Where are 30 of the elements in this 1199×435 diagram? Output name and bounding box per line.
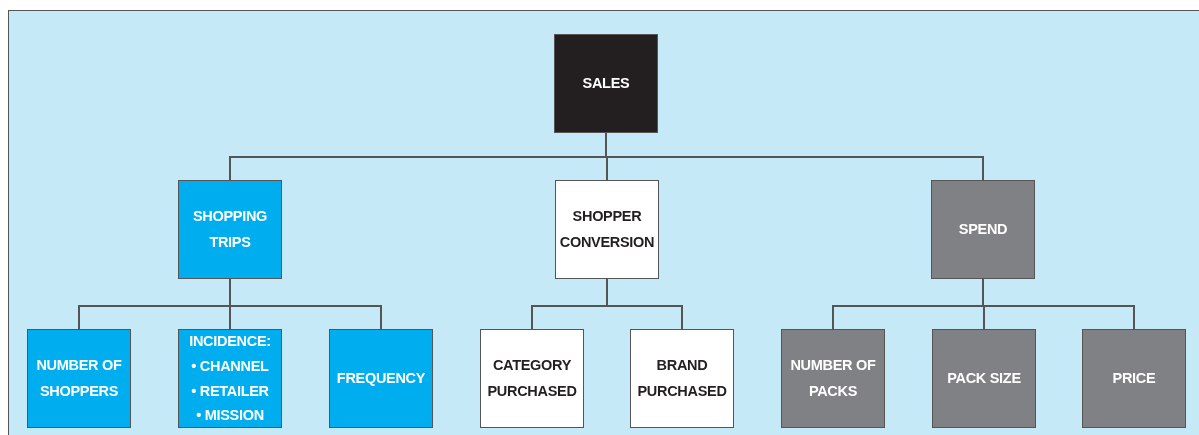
- box-label: NUMBER OF SHOPPERS: [35, 356, 123, 401]
- connector-line: [606, 278, 683, 330]
- box-label: NUMBER OF PACKS: [789, 356, 877, 401]
- chart-box: [178, 180, 282, 279]
- chart-box: [781, 329, 885, 428]
- connector-line: [982, 278, 1135, 330]
- chart-box: [178, 329, 282, 428]
- chart-box: [554, 34, 658, 133]
- chart-box: [630, 329, 734, 428]
- box-label: PRICE: [1112, 368, 1156, 388]
- connector-line: [229, 278, 382, 330]
- chart-box: [27, 329, 131, 428]
- box-label: SHOPPING TRIPS: [191, 207, 269, 252]
- box-label: BRAND PURCHASED: [636, 356, 728, 401]
- chart-box: [555, 180, 659, 279]
- box-label: FREQUENCY: [336, 368, 426, 388]
- box-label: SALES: [582, 73, 630, 93]
- box-label: SHOPPER CONVERSION: [559, 207, 655, 252]
- chart-box: [1082, 329, 1186, 428]
- box-label: • MISSION: [196, 406, 264, 426]
- chart-box: [932, 329, 1036, 428]
- box-label: PACK SIZE: [947, 368, 1021, 388]
- box-label: • CHANNEL: [191, 356, 269, 376]
- box-label: • RETAILER: [191, 381, 269, 401]
- box-label: INCIDENCE:: [189, 332, 271, 352]
- chart-box: [480, 329, 584, 428]
- chart-box: [931, 180, 1035, 279]
- box-label: SPEND: [958, 219, 1008, 239]
- chart-box: [329, 329, 433, 428]
- box-label: CATEGORY PURCHASED: [486, 356, 578, 401]
